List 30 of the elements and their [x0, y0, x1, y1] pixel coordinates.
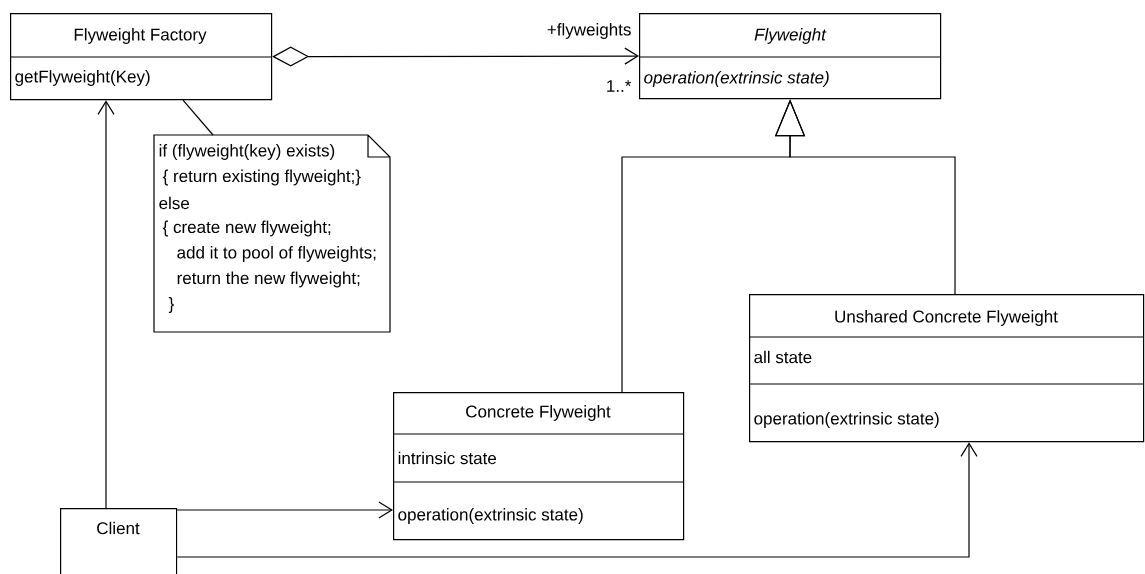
note-text: if (flyweight(key) exists)	[159, 144, 335, 160]
method-text: getFlyweight(Key)	[15, 70, 150, 86]
class-name: Client	[97, 521, 140, 535]
attribute-text: all state	[754, 350, 812, 364]
class-box	[60, 508, 178, 574]
class-box	[748, 294, 1145, 443]
leader-line	[182, 99, 214, 136]
note-text: }	[168, 297, 174, 313]
arrow	[176, 442, 978, 558]
arrow	[176, 501, 393, 519]
class-name: Unshared Concrete Flyweight	[835, 310, 1058, 326]
note	[153, 134, 391, 333]
class-box	[392, 392, 685, 541]
note-text: { create new flyweight;	[162, 220, 331, 237]
note-text: return the new flyweight;	[177, 271, 360, 288]
class-box	[638, 13, 942, 100]
method-text: operation(extrinsic state)	[754, 412, 939, 428]
arrow	[97, 100, 115, 509]
class-name: Flyweight Factory	[74, 28, 207, 44]
method-text: operation(extrinsic state)	[398, 508, 583, 524]
class-name: Concrete Flyweight	[466, 405, 611, 421]
note-text: { return existing flyweight;}	[162, 169, 361, 186]
arrow	[272, 46, 639, 67]
note-text: else	[159, 196, 190, 210]
attribute-text: intrinsic state	[398, 451, 497, 465]
class-name: Flyweight	[754, 28, 827, 44]
method-text: operation(extrinsic state)	[644, 71, 829, 87]
class-box	[9, 13, 273, 101]
note-text: add it to pool of flyweights;	[177, 246, 376, 262]
edge-label: +flyweights	[545, 22, 633, 40]
